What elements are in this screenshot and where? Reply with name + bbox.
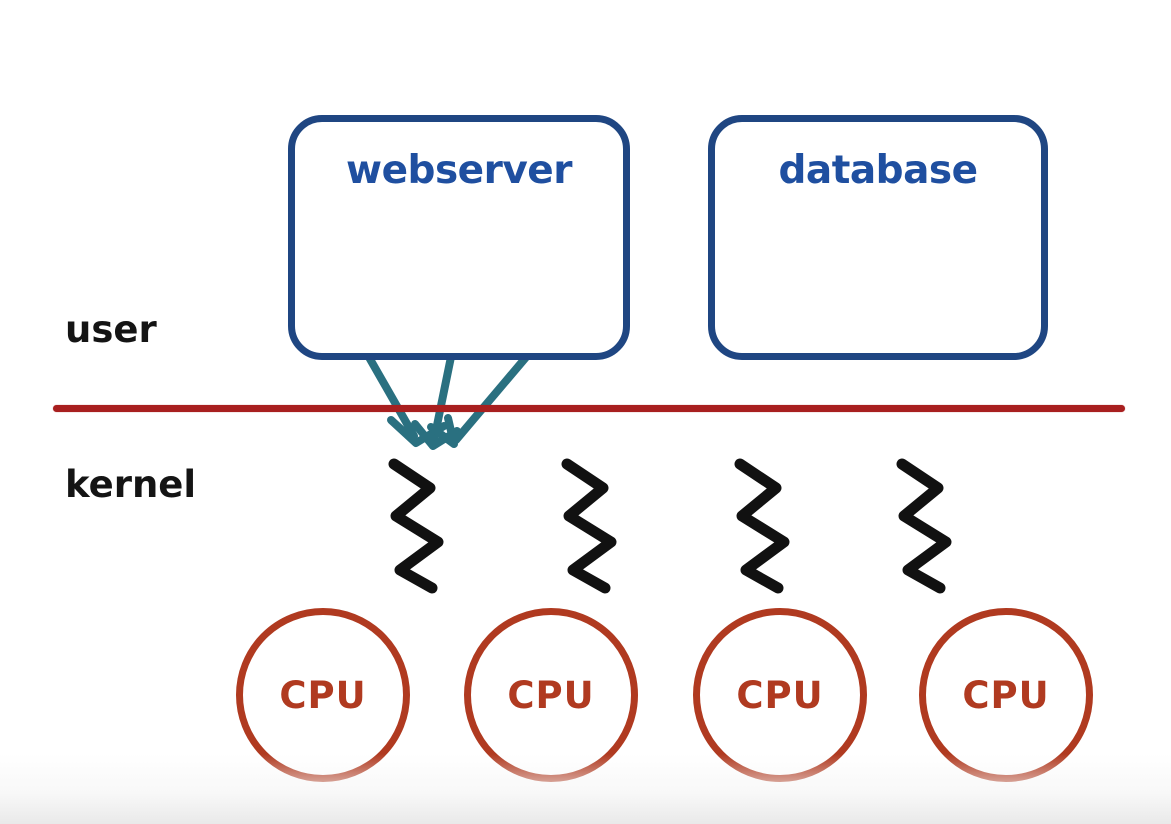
cpu-circle-2[interactable]: CPU [464,608,638,782]
process-box-webserver[interactable]: webserver [288,115,630,360]
thread-mapping-arrows [362,345,537,450]
mapping-arrow-2 [430,348,456,444]
process-box-database[interactable]: database [708,115,1048,360]
thread-squiggle [567,464,611,588]
cpu-label: CPU [507,673,595,717]
mapping-arrow-3 [452,345,537,444]
cpu-circle-1[interactable]: CPU [236,608,410,782]
kernel-space-label: kernel [65,463,197,506]
mapping-arrow-1-head [387,416,448,447]
kernel-threads [394,464,946,588]
thread-squiggle [394,464,438,588]
process-title-webserver: webserver [346,148,572,193]
cpu-label: CPU [736,673,824,717]
mapping-arrow-3-head [427,414,458,448]
mapping-arrow-1 [362,348,418,440]
user-space-label: user [65,308,157,351]
cpu-circle-3[interactable]: CPU [693,608,867,782]
process-title-database: database [778,148,978,193]
thread-squiggle [902,464,946,588]
cpu-circle-4[interactable]: CPU [919,608,1093,782]
cpu-label: CPU [279,673,367,717]
mapping-arrow-2-head [411,420,461,450]
user-kernel-boundary-line [53,405,1125,412]
cpu-label: CPU [962,673,1050,717]
thread-squiggle [740,464,784,588]
